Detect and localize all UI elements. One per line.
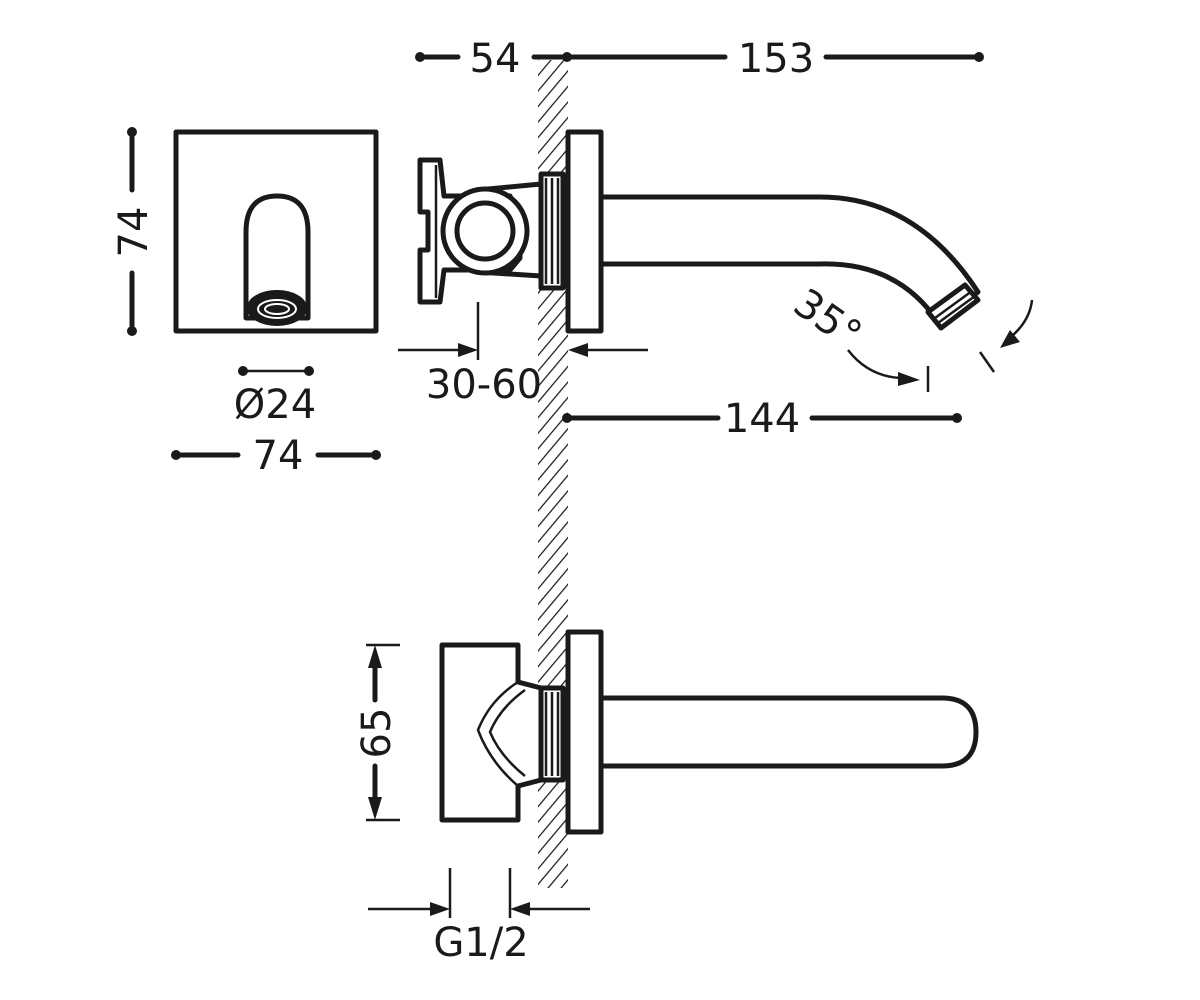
outlet-diameter-label: Ø24: [234, 382, 316, 428]
dim-outlet-diameter: Ø24: [234, 366, 316, 428]
side-view-bottom: [439, 629, 979, 835]
wall-thickness-label: 30-60: [426, 362, 542, 408]
spout-angle-label: 35°: [785, 280, 869, 358]
front-view: [173, 129, 379, 334]
bottom-height-label: 65: [354, 708, 400, 759]
dim-outlet-reach: 144: [562, 396, 962, 442]
front-height-label: 74: [111, 207, 157, 258]
dim-front-height: 74: [111, 127, 157, 336]
dim-bottom-height: 65: [354, 643, 400, 822]
dim-spout-angle: 35°: [785, 280, 1034, 392]
handle-collar: [538, 171, 566, 291]
spout: [598, 194, 981, 325]
spout-bottom: [598, 695, 979, 769]
dim-top-projection: 54 153: [415, 36, 984, 82]
collar-bottom: [538, 685, 566, 783]
spout-wall-plate: [565, 129, 604, 334]
handle-projection-label: 54: [470, 36, 521, 82]
outlet-body: [243, 193, 311, 321]
thread-size-label: G1/2: [433, 920, 528, 966]
outlet-reach-label: 144: [724, 396, 800, 442]
spout-projection-label: 153: [738, 36, 814, 82]
side-view-top: [417, 129, 981, 334]
dim-wall-thickness: 30-60: [398, 302, 648, 408]
dim-front-width: 74: [171, 433, 381, 479]
front-width-label: 74: [253, 433, 304, 479]
dim-thread: G1/2: [368, 868, 590, 966]
